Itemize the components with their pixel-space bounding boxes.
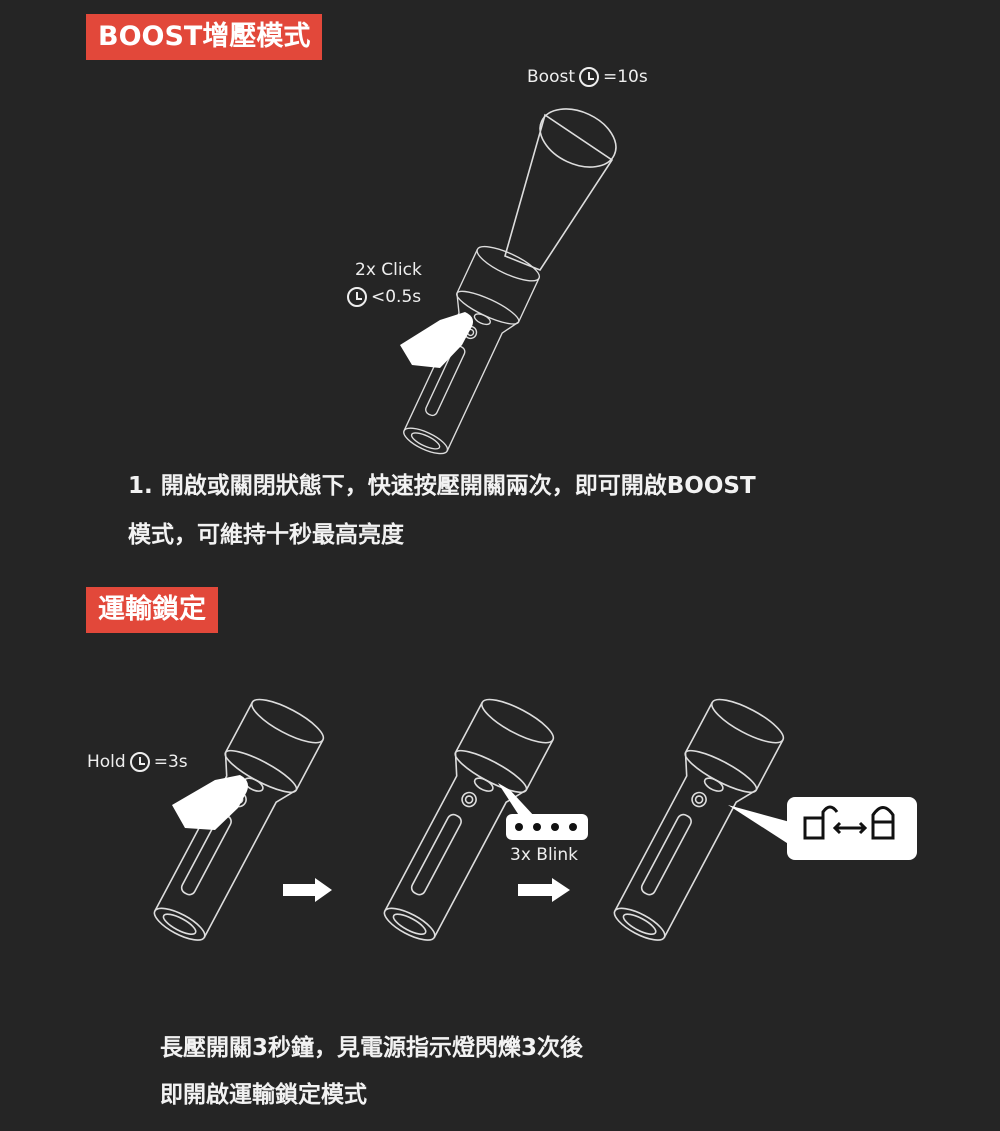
lock-description-2: 即開啟運輸鎖定模式 (160, 1082, 367, 1108)
hand-icon (172, 775, 249, 830)
lock-unlock-icon (803, 805, 895, 840)
boost-heading: BOOST增壓模式 (86, 14, 323, 60)
boost-label: Boost (527, 67, 575, 87)
blink-indicator (506, 814, 588, 840)
click-label: 2x Click (355, 260, 422, 280)
arrow-icon (518, 878, 570, 902)
boost-value: =10s (603, 67, 648, 87)
lock-flashlight-1 (138, 690, 330, 953)
boost-description-2: 模式，可維持十秒最高亮度 (128, 522, 404, 548)
arrow-icon (283, 878, 332, 902)
hold-label: Hold (87, 752, 126, 772)
boost-timer: Boost =10s (527, 67, 648, 87)
blink-label: 3x Blink (510, 845, 579, 865)
clock-icon (129, 752, 150, 772)
click-time-value: <0.5s (371, 287, 422, 307)
boost-description-1: 1. 開啟或關閉狀態下，快速按壓開關兩次，即可開啟BOOST (128, 473, 756, 499)
hold-value: =3s (153, 752, 188, 772)
lock-heading: 運輸鎖定 (86, 587, 218, 633)
clock-icon (579, 67, 599, 87)
lock-description-1: 長壓開關3秒鐘，見電源指示燈閃爍3次後 (160, 1035, 584, 1061)
click-time: <0.5s (347, 287, 421, 307)
clock-icon (347, 287, 367, 307)
light-beam (504, 113, 614, 271)
hold-timer: Hold =3s (87, 752, 188, 772)
hand-icon (400, 312, 474, 368)
